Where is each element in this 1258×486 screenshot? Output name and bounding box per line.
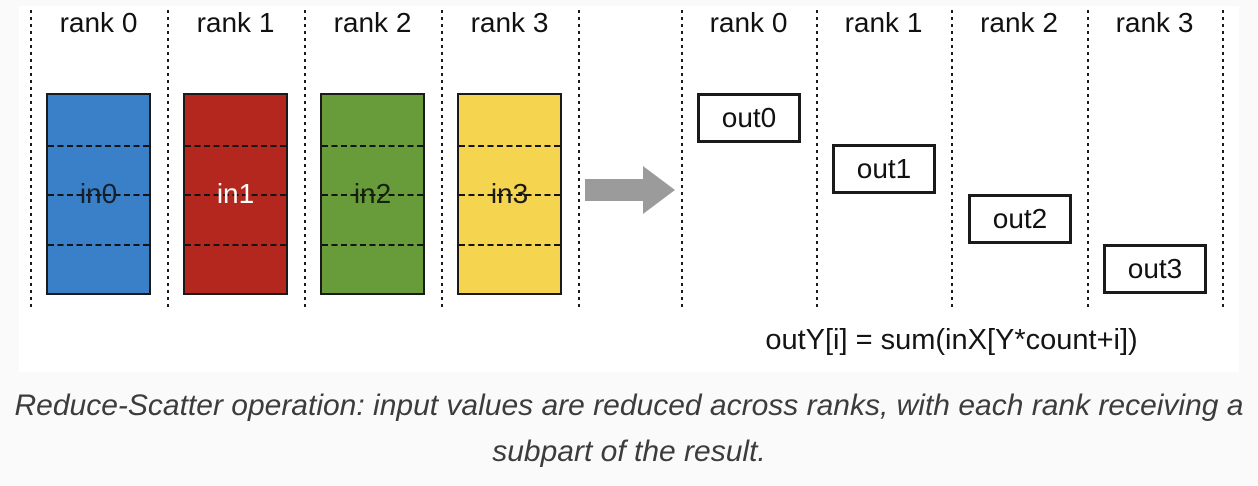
segment-divider <box>459 194 560 196</box>
column-separator <box>304 10 306 310</box>
input-buffer-label: in2 <box>353 178 392 209</box>
input-buffer-in3: in3 <box>457 93 562 295</box>
segment-divider <box>48 194 149 196</box>
segment-divider <box>185 243 286 246</box>
right-arrow-icon <box>585 166 675 214</box>
output-rank-2-label: rank 2 <box>980 7 1058 38</box>
segment-divider <box>185 144 286 147</box>
input-buffer-label: in0 <box>79 178 118 209</box>
column-separator <box>1222 10 1224 310</box>
output-box-out3: out3 <box>1103 244 1207 294</box>
input-rank-2-label: rank 2 <box>333 7 412 38</box>
segment-divider <box>322 243 423 246</box>
input-buffer-label: in3 <box>490 178 529 209</box>
column-separator <box>578 10 580 310</box>
segment-divider <box>48 144 149 147</box>
output-box-out1: out1 <box>832 144 936 194</box>
column-separator <box>951 10 953 310</box>
output-rank-1-label: rank 1 <box>844 7 923 38</box>
input-rank-0-label: rank 0 <box>59 7 138 38</box>
input-buffer-in1: in1 <box>183 93 288 295</box>
output-rank-3-label: rank 3 <box>1115 7 1194 38</box>
column-separator <box>30 10 32 310</box>
output-box-out0: out0 <box>697 93 801 143</box>
figure-caption-line2: subpart of the result. <box>492 435 766 468</box>
figure-caption-line1: Reduce-Scatter operation: input values a… <box>14 389 1244 422</box>
input-rank-1-label: rank 1 <box>196 7 275 38</box>
segment-divider <box>459 144 560 147</box>
input-buffer-label: in1 <box>216 178 255 209</box>
output-rank-0-label: rank 0 <box>709 7 788 38</box>
segment-divider <box>459 243 560 246</box>
reduce-scatter-formula: outY[i] = sum(inX[Y*count+i]) <box>765 324 1138 356</box>
column-separator <box>441 10 443 310</box>
column-separator <box>681 10 683 310</box>
column-separator <box>167 10 169 310</box>
segment-divider <box>322 194 423 196</box>
input-buffer-in0: in0 <box>46 93 151 295</box>
segment-divider <box>48 243 149 246</box>
input-buffer-in2: in2 <box>320 93 425 295</box>
segment-divider <box>185 194 286 196</box>
output-box-out2: out2 <box>968 194 1072 244</box>
column-separator <box>816 10 818 310</box>
segment-divider <box>322 144 423 147</box>
figure-caption: Reduce-Scatter operation: input values a… <box>0 383 1258 475</box>
input-rank-3-label: rank 3 <box>470 7 549 38</box>
column-separator <box>1087 10 1089 310</box>
